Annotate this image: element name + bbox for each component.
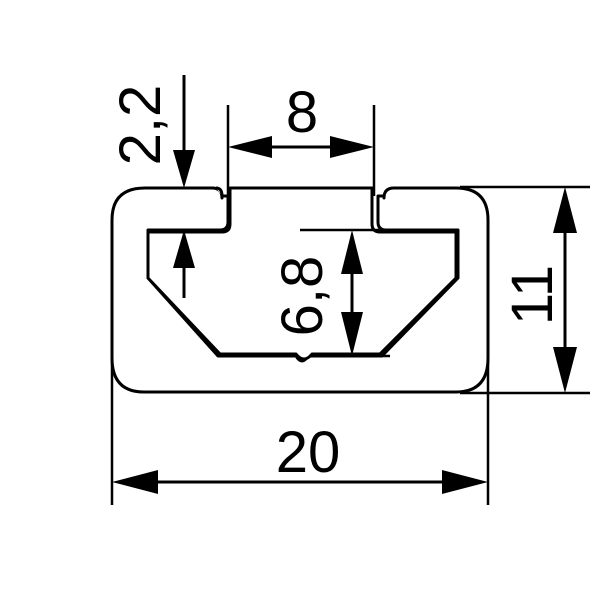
arrowhead-depth-top: [341, 230, 363, 274]
arrowhead-slot-right: [330, 136, 374, 158]
dim-label-height: 11: [500, 265, 565, 325]
arrowhead-height-top: [553, 187, 577, 233]
arrowhead-height-bottom: [553, 347, 577, 393]
arrowhead-lip-bottom: [173, 230, 195, 268]
dim-label-slot-opening: 8: [286, 80, 318, 145]
arrowhead-lip-top: [173, 150, 195, 188]
profile-outer-outline: [110, 186, 490, 394]
arrowhead-width-right: [442, 470, 488, 494]
dim-label-width: 20: [276, 420, 341, 485]
arrowhead-depth-bottom: [341, 312, 363, 356]
dim-label-inner-depth: 6,8: [270, 256, 335, 337]
dim-label-lip-thickness: 2,2: [108, 85, 173, 166]
arrowhead-width-left: [112, 470, 158, 494]
arrowhead-slot-left: [228, 136, 272, 158]
